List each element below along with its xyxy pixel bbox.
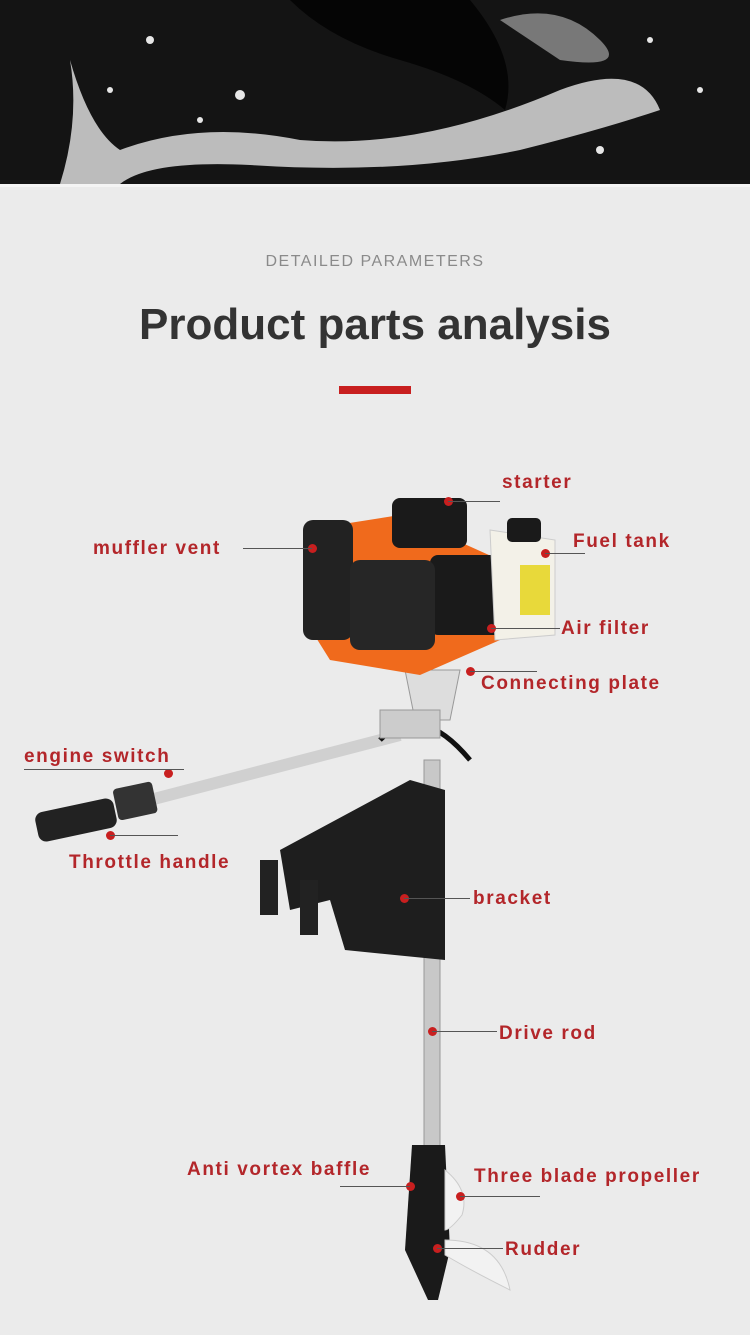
label-bracket: bracket bbox=[473, 888, 552, 909]
rudder-leader-line bbox=[437, 1248, 503, 1249]
label-fuel-tank: Fuel tank bbox=[573, 531, 671, 552]
label-connecting-plate: Connecting plate bbox=[481, 673, 661, 694]
muffler-vent-marker bbox=[308, 544, 317, 553]
starter-leader-line bbox=[448, 501, 500, 502]
propeller-leader-line bbox=[460, 1196, 540, 1197]
label-starter: starter bbox=[502, 472, 573, 493]
section-subtitle: DETAILED PARAMETERS bbox=[265, 253, 485, 270]
bracket-leader-line bbox=[404, 898, 470, 899]
engine-switch-marker bbox=[164, 769, 173, 778]
label-air-filter: Air filter bbox=[561, 618, 650, 639]
drive-rod-leader-line bbox=[432, 1031, 497, 1032]
splash-image bbox=[60, 0, 703, 184]
label-three-blade-propeller: Three blade propeller bbox=[474, 1166, 701, 1187]
label-anti-vortex-baffle: Anti vortex baffle bbox=[187, 1159, 371, 1180]
label-throttle-handle: Throttle handle bbox=[69, 852, 231, 873]
engine-switch-leader-line bbox=[24, 769, 184, 770]
divider bbox=[0, 184, 750, 187]
fuel-tank-leader-line bbox=[545, 553, 585, 554]
muffler-vent-leader-line bbox=[243, 548, 312, 549]
anti-vortex-baffle-leader-line bbox=[340, 1186, 410, 1187]
air-filter-leader-line bbox=[491, 628, 560, 629]
throttle-handle-leader-line bbox=[110, 835, 178, 836]
label-engine-switch: engine switch bbox=[24, 746, 171, 767]
label-rudder: Rudder bbox=[505, 1239, 582, 1260]
connecting-plate-leader-line bbox=[470, 671, 537, 672]
page-title: Product parts analysis bbox=[139, 300, 611, 349]
label-drive-rod: Drive rod bbox=[499, 1023, 597, 1044]
label-muffler-vent: muffler vent bbox=[93, 538, 221, 559]
anti-vortex-baffle-marker bbox=[406, 1182, 415, 1191]
water-splash-banner bbox=[0, 0, 750, 184]
title-accent-bar bbox=[339, 386, 411, 394]
